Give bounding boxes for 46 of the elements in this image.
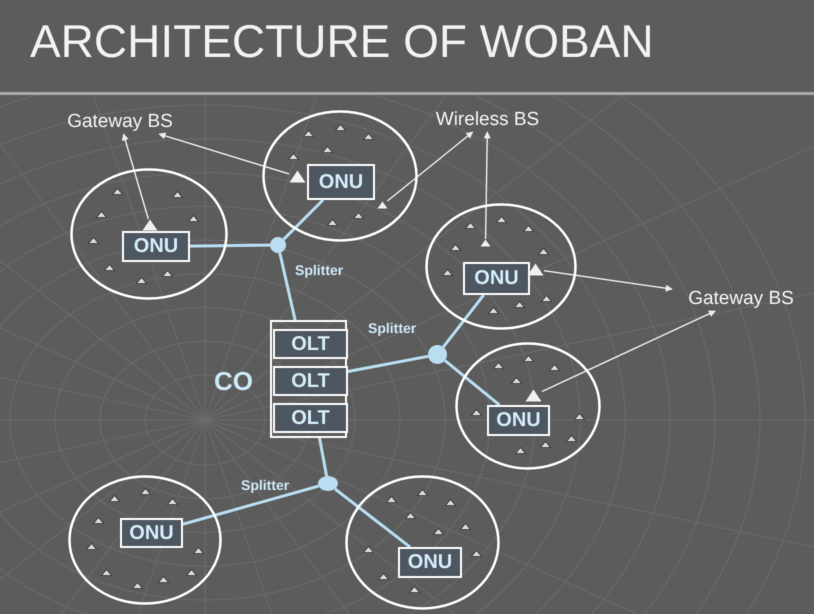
fiber-link [334,488,411,548]
cell-circle [262,110,418,242]
splitter-node [318,476,338,491]
router-icon [377,201,388,209]
device-box: ONU [307,164,375,200]
device-box: OLT [273,366,348,396]
office-label: CO [214,366,253,397]
splitter-node [270,237,286,253]
splitter-label: Splitter [241,477,290,493]
station-label: Gateway BS [52,110,188,134]
device-box: OLT [273,403,348,433]
device-box: ONU [398,547,462,578]
router-icon [527,263,544,276]
leader-arrow [158,132,290,175]
cell-circle [425,203,577,330]
fiber-link [444,359,500,406]
router-icon [525,389,542,402]
fiber-link [318,438,328,476]
fiber-link [282,198,324,240]
cell-circle [455,342,601,470]
fiber-link [182,484,319,526]
device-box: ONU [120,518,183,548]
device-box: ONU [463,262,530,295]
leader-arrow [484,131,491,240]
cell-circle [70,168,228,300]
leader-arrow [122,133,149,220]
fiber-link [442,294,485,348]
splitter-node [428,345,447,364]
fiber-link [190,244,270,248]
station-label: Wireless BS [420,108,555,132]
device-box: ONU [122,231,190,262]
leader-arrow [542,310,716,392]
fiber-link [278,252,297,320]
router-icon [289,170,306,183]
leader-arrow [544,270,673,292]
equipment-rack [270,320,347,438]
cell-circle [345,475,500,610]
title: ARCHITECTURE OF WOBAN [30,14,654,68]
cell-circle [68,475,222,605]
device-box: ONU [487,405,550,436]
leader-arrow [386,131,474,202]
splitter-label: Splitter [295,262,344,278]
station-label: Gateway BS [672,287,810,311]
router-icon [480,239,491,247]
splitter-label: Splitter [368,320,416,336]
device-box: OLT [273,329,348,359]
